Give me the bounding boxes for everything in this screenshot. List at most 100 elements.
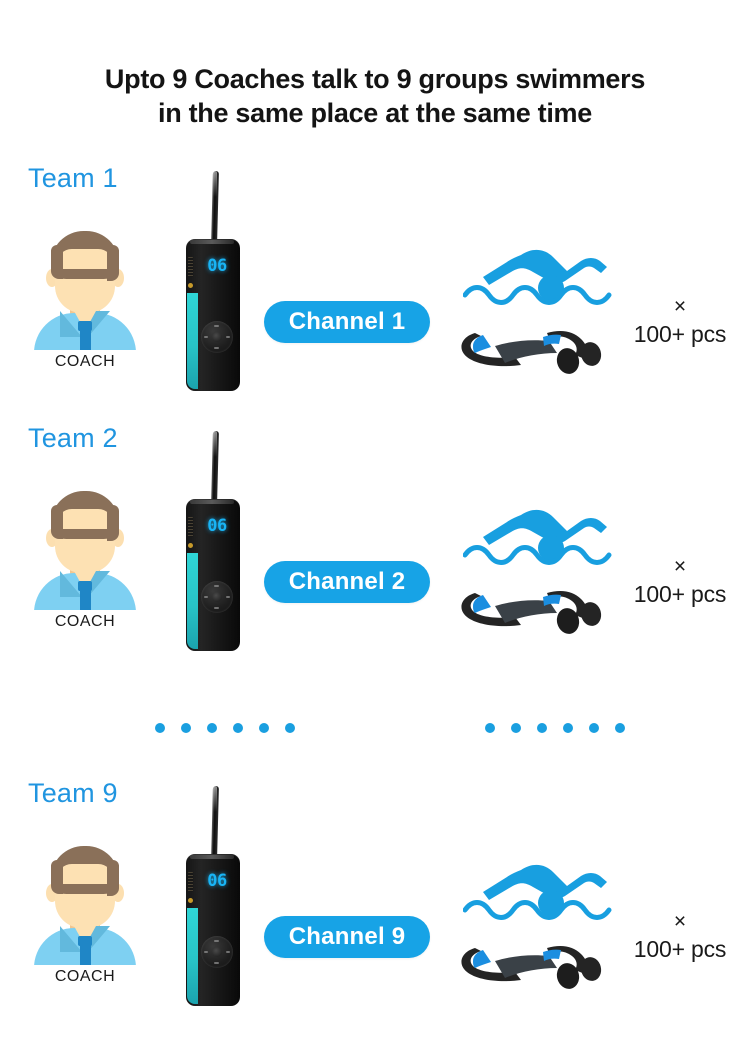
channel-badge[interactable]: Channel 9: [264, 916, 430, 958]
device-accent-stripe: [187, 908, 198, 1004]
dpad-left-icon[interactable]: [204, 336, 208, 338]
transmitter-device: 06: [168, 171, 264, 401]
avatar-tie-knot: [78, 321, 92, 331]
avatar-hair-side-right: [107, 245, 119, 281]
page-title-line-1: Upto 9 Coaches talk to 9 groups swimmers: [104, 64, 646, 94]
receiver-gear-group: [455, 505, 625, 645]
device-accent-stripe: [187, 293, 198, 389]
dpad-center-button[interactable]: [212, 947, 222, 957]
device-screen: 06: [202, 255, 232, 277]
quantity-value: 100+ pcs: [633, 321, 727, 347]
dpad-right-icon[interactable]: [226, 596, 230, 598]
avatar-hair-side-left: [51, 245, 63, 279]
transmitter-device: 06: [168, 786, 264, 1016]
channel-badge[interactable]: Channel 2: [264, 561, 430, 603]
device-dpad[interactable]: [201, 581, 233, 613]
team-row: Team 2 COACH 06: [0, 415, 750, 675]
dpad-down-icon[interactable]: [214, 347, 219, 349]
device-channel-readout: 06: [207, 516, 227, 536]
swimmer-icon: [463, 249, 612, 305]
coach-avatar: [30, 840, 140, 965]
dpad-up-icon[interactable]: [214, 325, 219, 327]
avatar-tie: [80, 329, 91, 350]
antenna-highlight: [213, 786, 217, 812]
quantity-value: 100+ pcs: [633, 581, 727, 607]
coach-label: COACH: [54, 353, 116, 370]
dpad-down-icon[interactable]: [214, 962, 219, 964]
device-top-edge: [190, 240, 234, 244]
device-channel-readout: 06: [207, 871, 227, 891]
bone-conduction-headphone-icon: [461, 331, 602, 374]
quantity-group: × 100+ pcs: [620, 555, 740, 609]
avatar-tie-knot: [78, 936, 92, 946]
dpad-up-icon[interactable]: [214, 940, 219, 942]
device-top-edge: [190, 500, 234, 504]
avatar-hair-side-right: [107, 505, 119, 541]
device-status-led-icon: [188, 898, 193, 903]
dpad-right-icon[interactable]: [226, 951, 230, 953]
avatar-tie-knot: [78, 581, 92, 591]
coach-label: COACH: [54, 968, 116, 985]
quantity-value: 100+ pcs: [633, 936, 727, 962]
swimmer-icon: [463, 509, 612, 565]
avatar-forehead: [57, 509, 113, 529]
team-row: Team 1 COACH 06: [0, 155, 750, 415]
device-dpad[interactable]: [201, 321, 233, 353]
continuation-ellipsis: [0, 723, 750, 743]
dpad-left-icon[interactable]: [204, 951, 208, 953]
team-label: Team 1: [28, 163, 118, 193]
avatar-tie: [80, 944, 91, 965]
antenna-highlight: [213, 431, 217, 457]
dpad-right-icon[interactable]: [226, 336, 230, 338]
quantity-group: × 100+ pcs: [620, 910, 740, 964]
ellipsis-dot: [589, 723, 599, 733]
bone-conduction-headphone-icon: [461, 591, 602, 634]
bone-conduction-headphone-icon: [461, 946, 602, 989]
ellipsis-dot: [233, 723, 243, 733]
transmitter-device: 06: [168, 431, 264, 661]
channel-badge[interactable]: Channel 1: [264, 301, 430, 343]
dpad-up-icon[interactable]: [214, 585, 219, 587]
dpad-down-icon[interactable]: [214, 607, 219, 609]
page-title-line-2: in the same place at the same time: [158, 98, 592, 128]
antenna-highlight: [213, 171, 217, 197]
coach-avatar: [30, 485, 140, 610]
dpad-center-button[interactable]: [212, 332, 222, 342]
ellipsis-dot: [511, 723, 521, 733]
ellipsis-dots-left: [155, 723, 295, 733]
avatar-forehead: [57, 864, 113, 884]
dpad-center-button[interactable]: [212, 592, 222, 602]
device-accent-stripe: [187, 553, 198, 649]
coach-label: COACH: [54, 613, 116, 630]
ellipsis-dot: [615, 723, 625, 733]
team-row: Team 9 COACH 06: [0, 770, 750, 1030]
device-speaker-grill-icon: [188, 872, 193, 892]
quantity-group: × 100+ pcs: [620, 295, 740, 349]
device-status-led-icon: [188, 283, 193, 288]
device-dpad[interactable]: [201, 936, 233, 968]
ellipsis-dot: [537, 723, 547, 733]
device-top-edge: [190, 855, 234, 859]
multiply-icon: ×: [673, 295, 687, 318]
avatar-hair-side-left: [51, 505, 63, 539]
device-speaker-grill-icon: [188, 517, 193, 537]
team-label: Team 2: [28, 423, 118, 453]
coach-avatar: [30, 225, 140, 350]
swimmer-icon: [463, 864, 612, 920]
ellipsis-dot: [485, 723, 495, 733]
coach-figure: COACH: [30, 485, 140, 635]
ellipsis-dot: [207, 723, 217, 733]
avatar-hair-side-right: [107, 860, 119, 896]
device-screen: 06: [202, 515, 232, 537]
ellipsis-dot: [563, 723, 573, 733]
avatar-forehead: [57, 249, 113, 269]
page-title: Upto 9 Coaches talk to 9 groups swimmers…: [0, 62, 750, 130]
ellipsis-dot: [181, 723, 191, 733]
dpad-left-icon[interactable]: [204, 596, 208, 598]
team-label: Team 9: [28, 778, 118, 808]
device-status-led-icon: [188, 543, 193, 548]
device-speaker-grill-icon: [188, 257, 193, 277]
coach-figure: COACH: [30, 840, 140, 990]
coach-figure: COACH: [30, 225, 140, 375]
receiver-gear-group: [455, 860, 625, 1000]
